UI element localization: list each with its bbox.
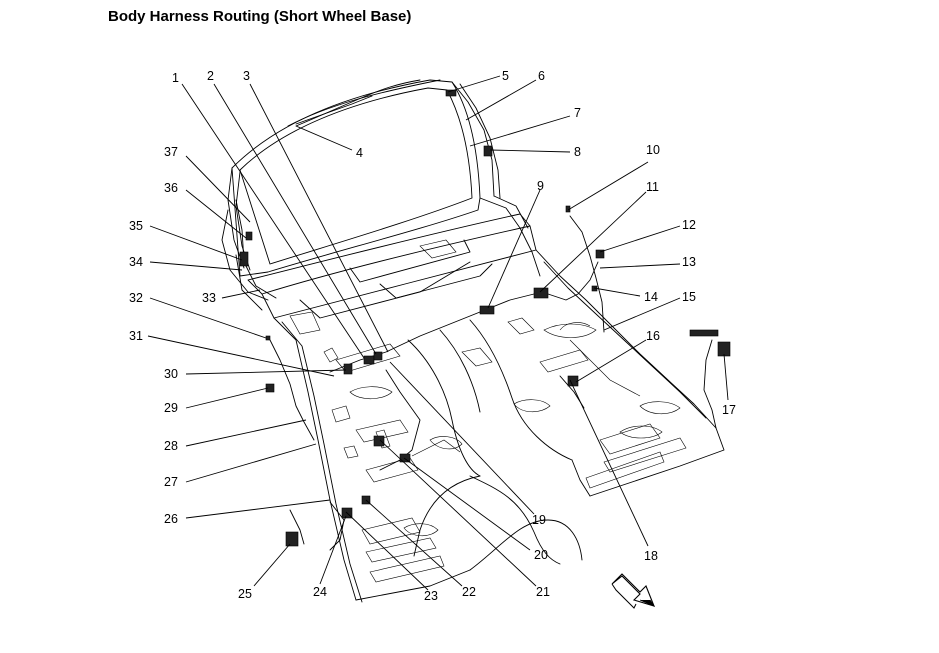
- callout-23: 23: [424, 589, 438, 603]
- connector-9: [479, 305, 495, 315]
- connector-25: [285, 531, 299, 547]
- callout-27: 27: [164, 475, 178, 489]
- callout-11: 11: [646, 180, 659, 194]
- callout-30: 30: [164, 367, 178, 381]
- callout-9: 9: [537, 179, 544, 193]
- callout-leaders: [147, 75, 729, 591]
- callout-labels: 1 2 3 4 5 6 7 8 9 10 11 12 13 14 15 16 1…: [129, 69, 736, 603]
- callout-34: 34: [129, 255, 143, 269]
- callout-14: 14: [644, 290, 658, 304]
- callout-36: 36: [164, 181, 178, 195]
- callout-4: 4: [356, 146, 363, 160]
- callout-5: 5: [502, 69, 509, 83]
- connector-11: [533, 287, 549, 299]
- callout-18: 18: [644, 549, 658, 563]
- callout-1: 1: [172, 71, 179, 85]
- callout-26: 26: [164, 512, 178, 526]
- callout-13: 13: [682, 255, 696, 269]
- connector-8: [483, 145, 493, 157]
- connector-34: [239, 251, 249, 267]
- diagram-title: Body Harness Routing (Short Wheel Base): [108, 8, 412, 25]
- callout-24: 24: [313, 585, 327, 599]
- callout-8: 8: [574, 145, 581, 159]
- connector-16: [567, 375, 579, 387]
- connector-36: [245, 231, 253, 241]
- front-arrow-icon: [611, 573, 656, 609]
- callout-32: 32: [129, 291, 143, 305]
- connector-17: [717, 341, 731, 357]
- callout-19: 19: [532, 513, 546, 527]
- body-harness: [235, 79, 717, 551]
- callout-37: 37: [164, 145, 178, 159]
- harness-connectors: [239, 89, 731, 547]
- callout-33: 33: [202, 291, 216, 305]
- vehicle-body-outline: [221, 79, 725, 603]
- callout-6: 6: [538, 69, 545, 83]
- callout-21: 21: [536, 585, 550, 599]
- callout-31: 31: [129, 329, 143, 343]
- callout-7: 7: [574, 106, 581, 120]
- callout-25: 25: [238, 587, 252, 601]
- callout-2: 2: [207, 69, 214, 83]
- callout-17: 17: [722, 403, 736, 417]
- callout-3: 3: [243, 69, 250, 83]
- connector-20: [399, 453, 411, 463]
- callout-10: 10: [646, 143, 660, 157]
- callout-28: 28: [164, 439, 178, 453]
- callout-35: 35: [129, 219, 143, 233]
- callout-16: 16: [646, 329, 660, 343]
- connector-30: [343, 363, 353, 375]
- connector-32: [265, 335, 271, 341]
- connector-5: [445, 89, 457, 97]
- connector-3: [373, 351, 383, 361]
- connector-29: [265, 383, 275, 393]
- callout-12: 12: [682, 218, 696, 232]
- callout-22: 22: [462, 585, 476, 599]
- callout-29: 29: [164, 401, 178, 415]
- connector-12: [595, 249, 605, 259]
- callout-20: 20: [534, 548, 548, 562]
- callout-15: 15: [682, 290, 696, 304]
- connector-21: [373, 435, 385, 447]
- connector-2: [363, 355, 375, 365]
- connector-17-plug: [689, 329, 719, 337]
